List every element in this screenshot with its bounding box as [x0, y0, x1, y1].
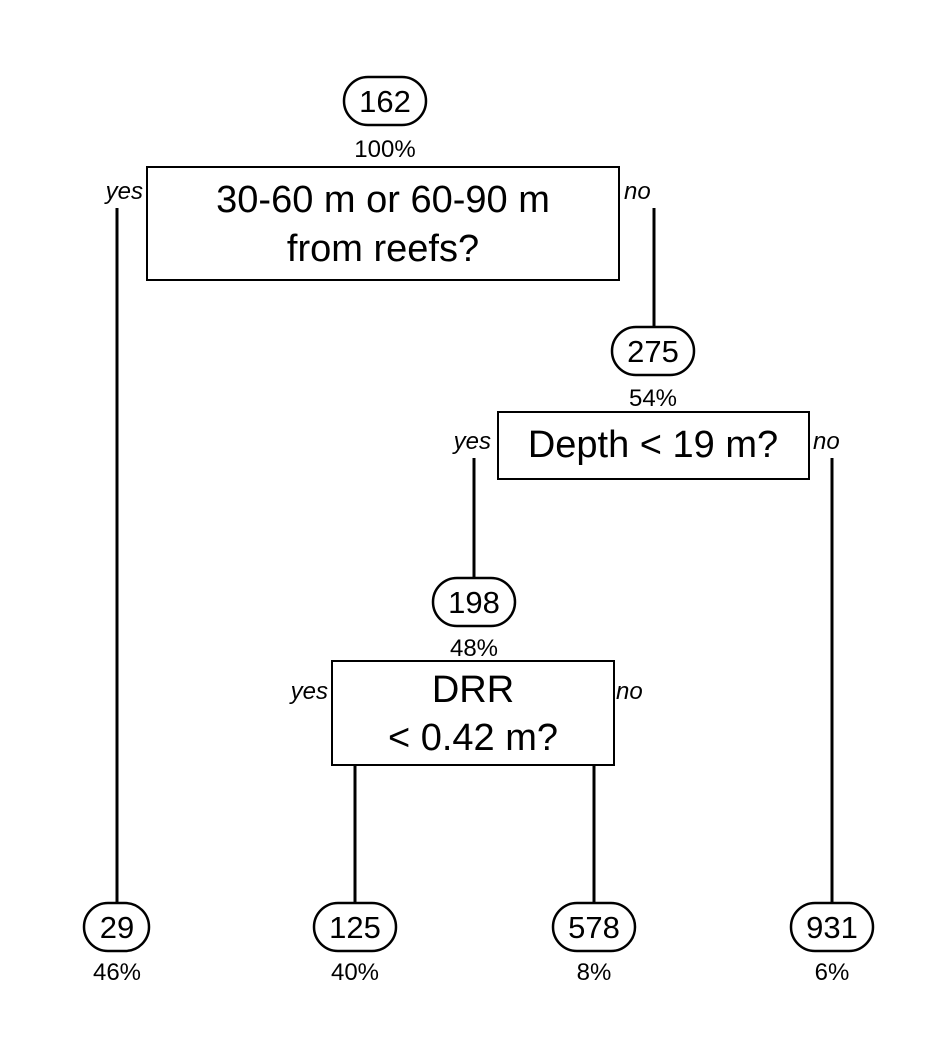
node-275 — [610, 325, 696, 377]
node-198-value: 198 — [448, 585, 500, 620]
leaf-value: 29 — [100, 910, 134, 945]
root-node — [342, 75, 428, 127]
node-275-value: 275 — [627, 334, 679, 369]
node-198-question-line1: DRR — [432, 669, 514, 711]
node-198 — [431, 576, 517, 628]
node-275-percent: 54% — [629, 385, 677, 412]
root-node-percent: 100% — [354, 136, 415, 163]
node-275-question: Depth < 19 m? — [528, 424, 778, 466]
leaf-percent: 40% — [331, 959, 379, 986]
leaf-node — [551, 901, 637, 953]
root-question-line2: from reefs? — [287, 228, 479, 270]
node-275-yes-label: yes — [452, 428, 491, 455]
node-275-split-box — [497, 411, 810, 480]
leaf-value: 125 — [329, 910, 381, 945]
leaf-percent: 6% — [815, 959, 850, 986]
root-split-box — [146, 166, 620, 281]
leaf-value: 931 — [806, 910, 858, 945]
leaf-node — [312, 901, 398, 953]
node-198-percent: 48% — [450, 635, 498, 662]
node-198-split-box — [331, 660, 615, 766]
root-question-line1: 30-60 m or 60-90 m — [216, 179, 550, 221]
leaf-percent: 8% — [577, 959, 612, 986]
leaf-node — [789, 901, 875, 953]
leaf-percent: 46% — [93, 959, 141, 986]
root-no-label: no — [624, 178, 651, 205]
leaf-value: 578 — [568, 910, 620, 945]
root-node-value: 162 — [359, 84, 411, 119]
leaf-node — [82, 901, 151, 953]
node-275-no-label: no — [813, 428, 840, 455]
node-198-yes-label: yes — [289, 678, 328, 705]
root-yes-label: yes — [104, 178, 143, 205]
node-198-no-label: no — [616, 678, 643, 705]
node-198-question-line2: < 0.42 m? — [388, 717, 558, 759]
